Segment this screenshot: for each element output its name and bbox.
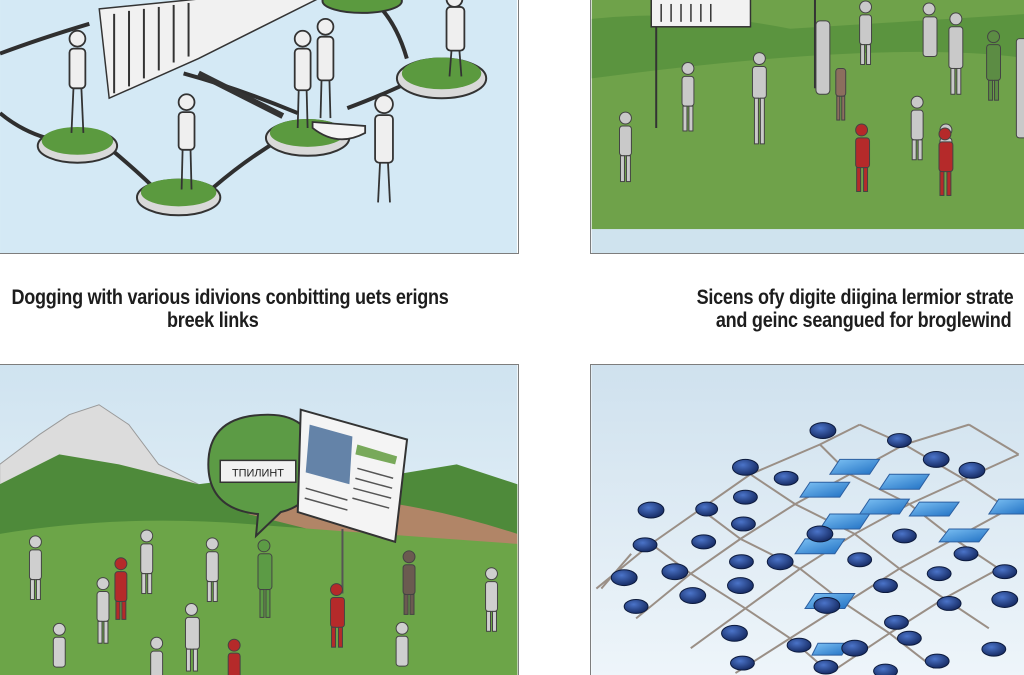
panel-field-gathering (590, 0, 1024, 254)
green-platforms (36, 0, 488, 217)
speech-bubble: ТПИЛИНТ (207, 413, 317, 539)
network-nodes (610, 422, 1019, 675)
panel-network-grid (590, 364, 1024, 675)
caption-line: Dogging with various idivions conbitting… (11, 286, 449, 309)
caption-line: Sicens ofy digite diigina lermior strate (696, 286, 1014, 309)
banner-sign (650, 0, 816, 128)
figures (68, 0, 466, 203)
standing-figures (619, 0, 1024, 196)
mountain-message-illustration: ТПИЛИНТ (0, 365, 518, 675)
standing-figures (28, 529, 498, 675)
panel-chain-links (0, 0, 519, 254)
information-board (296, 408, 409, 594)
network-grid-illustration (591, 365, 1024, 675)
caption-line: and geinc seangued for broglewind (715, 309, 1012, 332)
field-gathering-illustration (591, 0, 1024, 253)
speech-bubble-text: ТПИЛИНТ (232, 467, 284, 479)
caption-line: breek links (167, 309, 259, 332)
chain-links-illustration (0, 0, 517, 253)
fence (98, 0, 318, 100)
caption-top-right: Sicens ofy digite diigina lermior strate… (670, 286, 1024, 332)
floating-screens (794, 458, 1024, 656)
panel-mountain-message: ТПИЛИНТ (0, 364, 519, 675)
caption-top-left: Dogging with various idivions conbitting… (0, 286, 462, 332)
